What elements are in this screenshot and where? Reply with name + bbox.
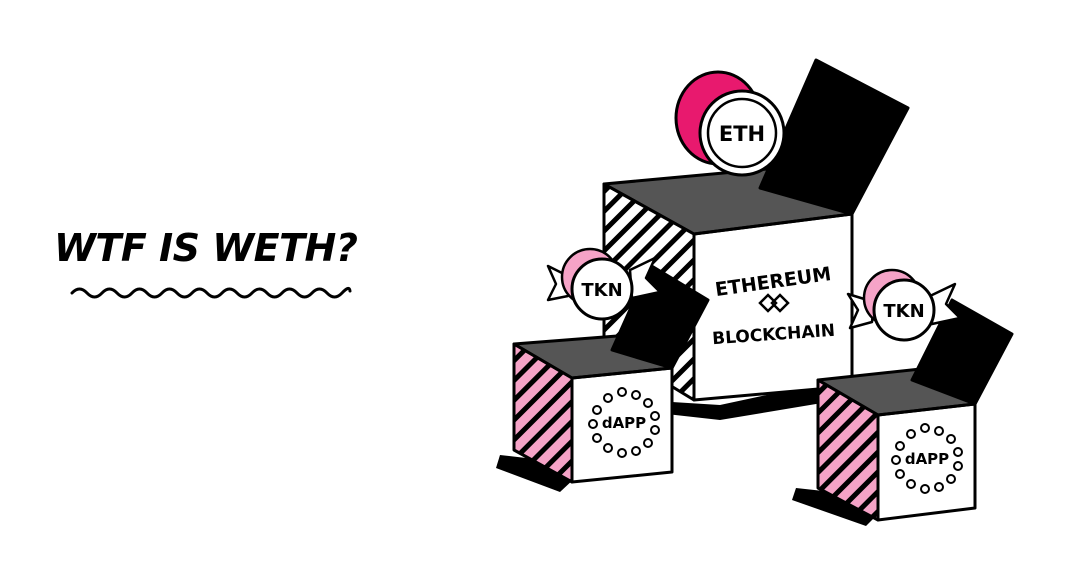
dapp-right-label: dAPP [905,450,949,468]
squiggle-underline [70,286,352,299]
coin-label: ETH [719,122,765,146]
dapp-dots-icon [891,423,963,494]
token-candy-left [546,247,662,321]
dapp-box-left [496,263,710,492]
token-right-label: TKN [883,301,924,322]
dapp-left-label: dAPP [602,414,646,432]
token-candy-right [846,268,962,342]
dapp-box-right [792,298,1014,526]
eth-coin [674,70,786,177]
token-left-label: TKN [581,280,622,301]
page-title: WTF IS WETH? [54,226,358,270]
dapp-dots-icon [588,387,660,458]
ethereum-logo-icon [758,293,790,313]
